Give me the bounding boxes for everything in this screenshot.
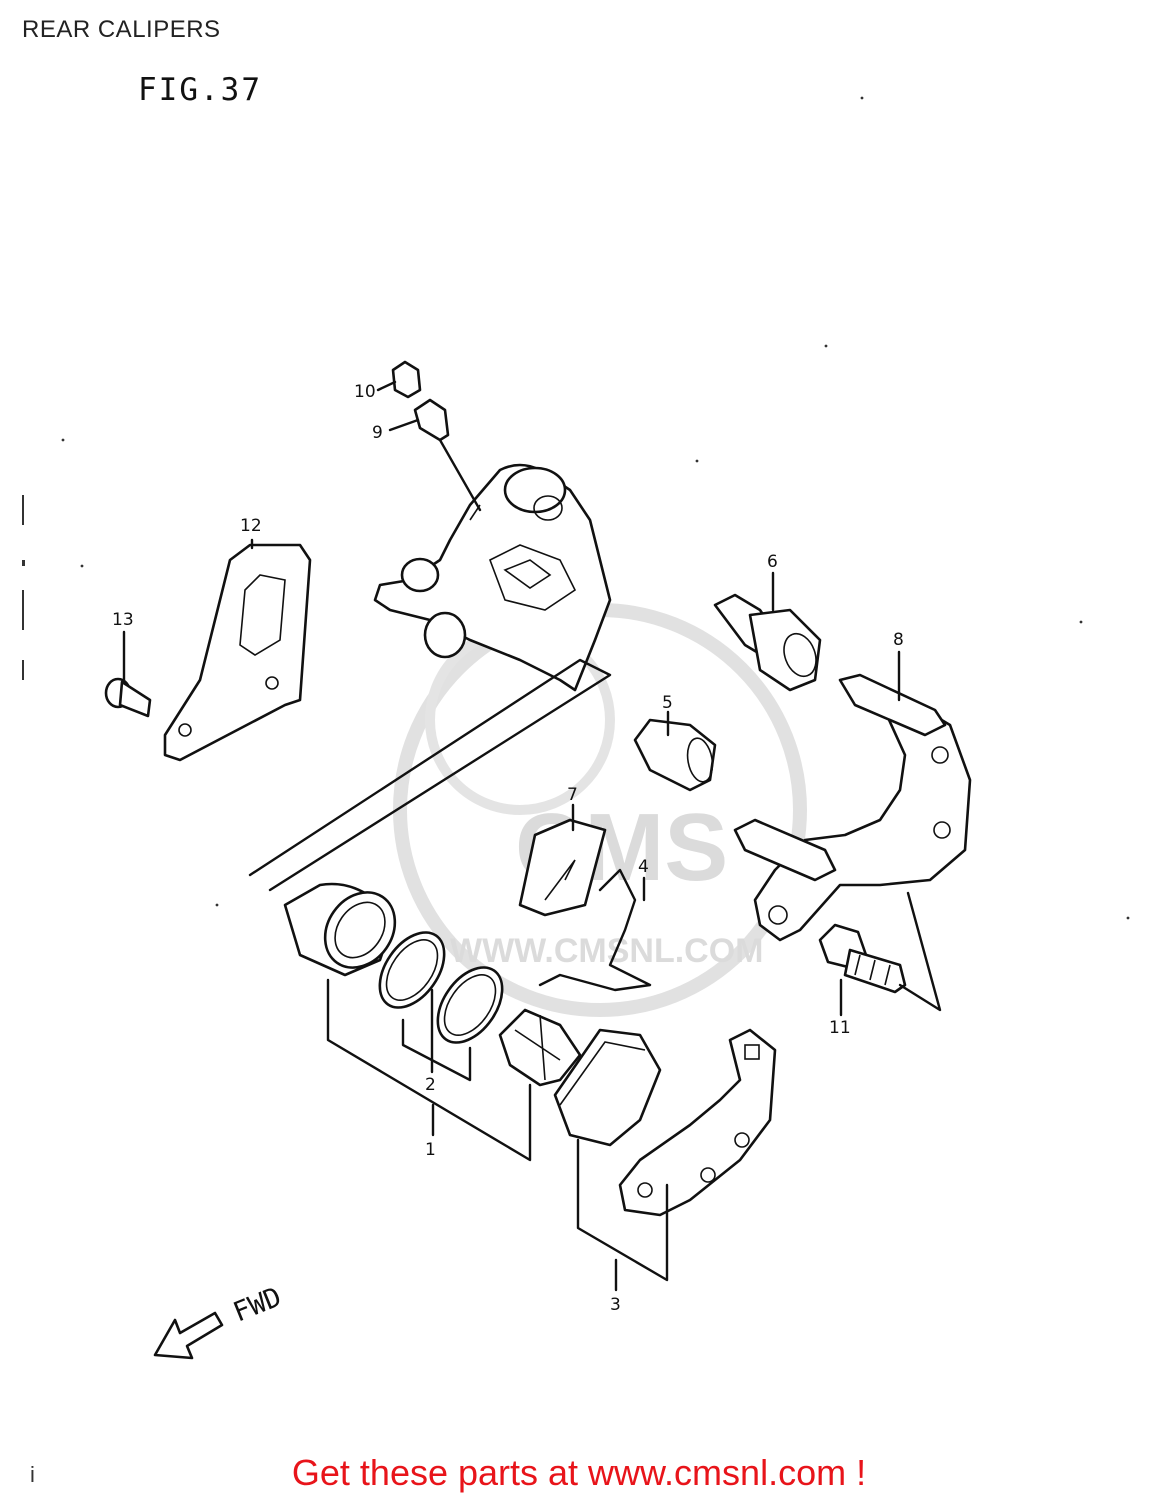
callout-9: 9 — [372, 423, 383, 443]
callout-5: 5 — [662, 693, 673, 713]
pad-retainer-7 — [518, 818, 607, 917]
callout-4: 4 — [638, 857, 649, 877]
cms-watermark: CMS WWW.CMSNL.COM — [393, 603, 807, 1017]
caliper-bracket — [733, 673, 972, 942]
callout-7: 7 — [567, 785, 578, 805]
callout-3: 3 — [610, 1295, 621, 1315]
footer-cta-link[interactable]: Get these parts at www.cmsnl.com ! — [291, 1452, 867, 1493]
bolt-11 — [818, 923, 907, 994]
brake-pad-inner — [553, 1028, 662, 1147]
bolt-small — [104, 677, 152, 718]
callout-12: 12 — [240, 516, 262, 536]
caliper-body — [373, 463, 612, 692]
watermark-site: WWW.CMSNL.COM — [450, 932, 764, 970]
pad-spring-4 — [538, 868, 652, 992]
footer-left-mark: i — [30, 1462, 35, 1487]
callout-11: 11 — [829, 1018, 851, 1038]
assembly-bracket-1 — [248, 658, 612, 892]
callout-numbers: 1 2 3 4 5 6 7 8 9 10 11 12 13 — [112, 382, 904, 1315]
scan-marks — [22, 96, 1130, 920]
forward-direction-arrow: FWD — [153, 1281, 286, 1360]
bleeder-cap — [391, 360, 422, 399]
brake-pad-plate — [618, 1028, 777, 1217]
piston — [283, 882, 397, 977]
callout-8: 8 — [893, 630, 904, 650]
page-title: REAR CALIPERS — [22, 16, 221, 43]
mounting-plate — [163, 543, 312, 762]
boot-5 — [633, 718, 717, 792]
bleeder-valve — [413, 398, 482, 512]
callout-13: 13 — [112, 610, 134, 630]
callout-6: 6 — [767, 552, 778, 572]
fwd-label: FWD — [229, 1281, 286, 1328]
callout-1: 1 — [425, 1140, 436, 1160]
piston-seals — [378, 931, 504, 1044]
bracket-leaders — [122, 380, 942, 1017]
dust-cap — [498, 1008, 582, 1087]
callout-2: 2 — [425, 1075, 436, 1095]
callout-10: 10 — [354, 382, 376, 402]
sleeve-boot-6 — [713, 593, 822, 692]
leader-lines — [326, 978, 669, 1292]
figure-number: FIG.37 — [138, 72, 262, 108]
